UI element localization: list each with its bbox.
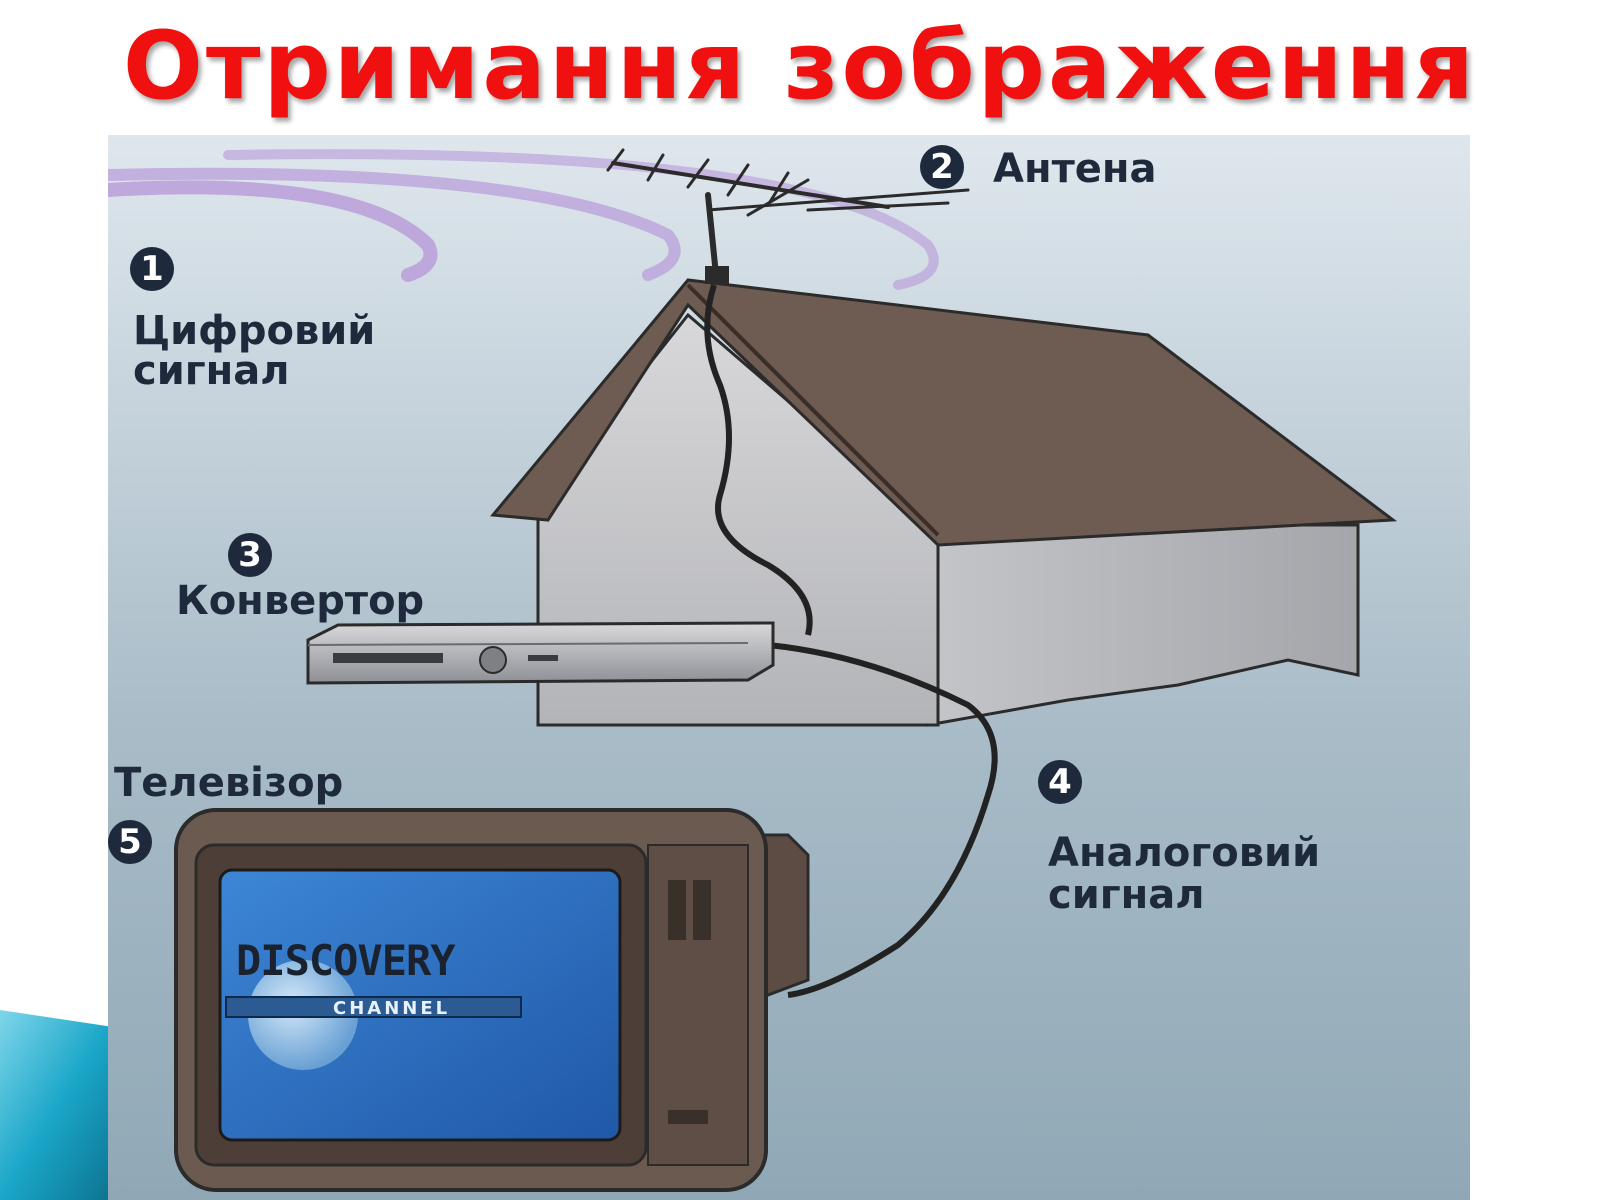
tv-cable bbox=[767, 642, 998, 998]
slide-title: Отримання зображення bbox=[123, 12, 1477, 121]
tv-signal-diagram: DISCOVERY CHANNEL 1 Цифровий сигнал 2 Ан… bbox=[108, 135, 1470, 1200]
label-analog-signal-line2: сигнал bbox=[1048, 872, 1205, 918]
tv-logo-sub: CHANNEL bbox=[333, 998, 451, 1019]
label-digital-signal-line1: Цифровий bbox=[133, 308, 376, 354]
badge-converter: 3 bbox=[228, 533, 272, 577]
badge-antenna: 2 bbox=[920, 145, 964, 189]
antenna bbox=[606, 148, 970, 284]
badge-analog-signal: 4 bbox=[1038, 760, 1082, 804]
diagram-illustration bbox=[108, 135, 1470, 1200]
label-analog-signal-line1: Аналоговий bbox=[1048, 830, 1321, 876]
label-converter: Конвертор bbox=[176, 578, 425, 624]
label-tv: Телевізор bbox=[114, 760, 344, 806]
accent-arrow-shape bbox=[0, 1010, 120, 1200]
house-roof bbox=[490, 278, 1398, 547]
label-digital-signal-line2: сигнал bbox=[133, 348, 290, 394]
antenna-cable bbox=[704, 284, 813, 636]
badge-tv: 5 bbox=[108, 820, 152, 864]
television bbox=[174, 808, 810, 1192]
house-side-wall bbox=[926, 523, 1360, 727]
label-antenna: Антена bbox=[993, 146, 1157, 192]
badge-digital-signal: 1 bbox=[130, 247, 174, 291]
tv-logo-main: DISCOVERY bbox=[236, 936, 456, 985]
converter-box bbox=[306, 621, 775, 685]
